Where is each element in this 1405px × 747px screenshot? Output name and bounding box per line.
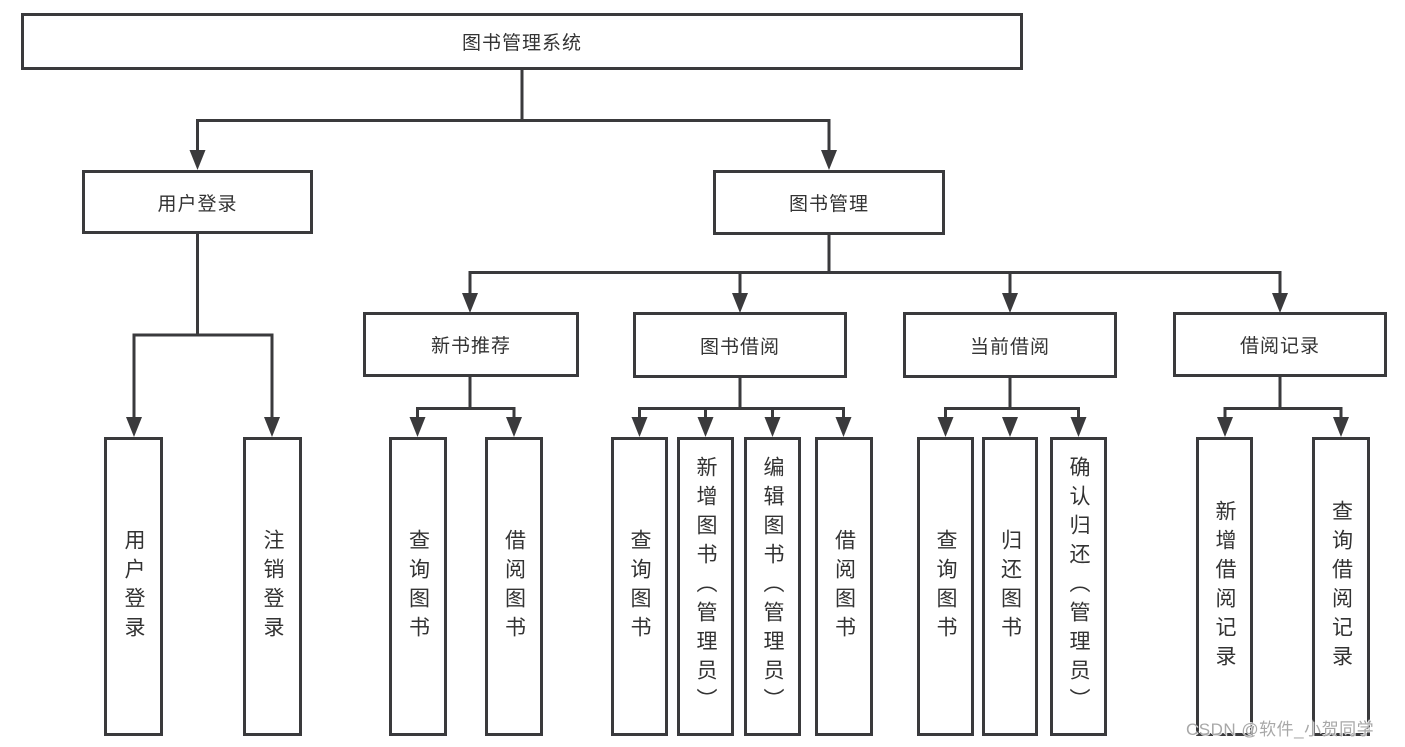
leaf-recommend-borrow-books: 借阅图书 [485, 437, 543, 736]
leaf-records-add-borrow-record-label: 新增借阅记录 [1213, 499, 1236, 674]
node-new-book-recommendation: 新书推荐 [363, 312, 579, 377]
leaf-records-add-borrow-record: 新增借阅记录 [1196, 437, 1253, 736]
leaf-user-login-label: 用户登录 [122, 528, 145, 645]
leaf-borrowing-add-books-admin: 新增图书（管理员） [677, 437, 734, 736]
leaf-records-query-borrow-record: 查询借阅记录 [1312, 437, 1370, 736]
leaf-borrowing-add-books-admin-label: 新增图书（管理员） [694, 456, 717, 717]
node-book-management-label: 图书管理 [788, 194, 869, 215]
leaf-current-return-books-label: 归还图书 [998, 528, 1022, 645]
node-current-borrowing: 当前借阅 [903, 312, 1117, 378]
leaf-current-confirm-return-admin-label: 确认归还（管理员） [1067, 456, 1090, 717]
leaf-borrowing-borrow-books-label: 借阅图书 [832, 528, 856, 645]
csdn-watermark: CSDN @软件_小贺同学 [1186, 720, 1375, 739]
leaf-user-login: 用户登录 [104, 437, 163, 736]
leaf-borrowing-borrow-books: 借阅图书 [815, 437, 873, 736]
leaf-records-query-borrow-record-label: 查询借阅记录 [1329, 499, 1353, 674]
leaf-borrowing-edit-books-admin: 编辑图书（管理员） [744, 437, 801, 736]
leaf-current-confirm-return-admin: 确认归还（管理员） [1050, 437, 1107, 736]
node-library-management-system-label: 图书管理系统 [461, 33, 582, 54]
leaf-borrowing-query-books-label: 查询图书 [628, 528, 651, 645]
leaf-borrowing-query-books: 查询图书 [611, 437, 668, 736]
leaf-recommend-query-books-label: 查询图书 [406, 528, 430, 645]
node-user-login: 用户登录 [82, 170, 313, 234]
node-current-borrowing-label: 当前借阅 [969, 336, 1050, 358]
leaf-recommend-query-books: 查询图书 [389, 437, 447, 736]
leaf-logout: 注销登录 [243, 437, 302, 736]
leaf-recommend-borrow-books-label: 借阅图书 [502, 528, 526, 645]
node-book-borrowing-label: 图书借阅 [699, 336, 780, 358]
node-borrowing-records-label: 借阅记录 [1239, 336, 1320, 357]
leaf-borrowing-edit-books-admin-label: 编辑图书（管理员） [761, 456, 784, 717]
node-book-borrowing: 图书借阅 [633, 312, 847, 378]
node-book-management: 图书管理 [713, 170, 945, 235]
node-borrowing-records: 借阅记录 [1173, 312, 1387, 377]
leaf-current-query-books-label: 查询图书 [934, 528, 957, 645]
leaf-current-query-books: 查询图书 [917, 437, 974, 736]
node-library-management-system: 图书管理系统 [21, 13, 1023, 70]
node-new-book-recommendation-label: 新书推荐 [430, 336, 511, 357]
node-user-login-label: 用户登录 [157, 193, 238, 215]
leaf-current-return-books: 归还图书 [982, 437, 1038, 736]
leaf-logout-label: 注销登录 [261, 528, 284, 645]
